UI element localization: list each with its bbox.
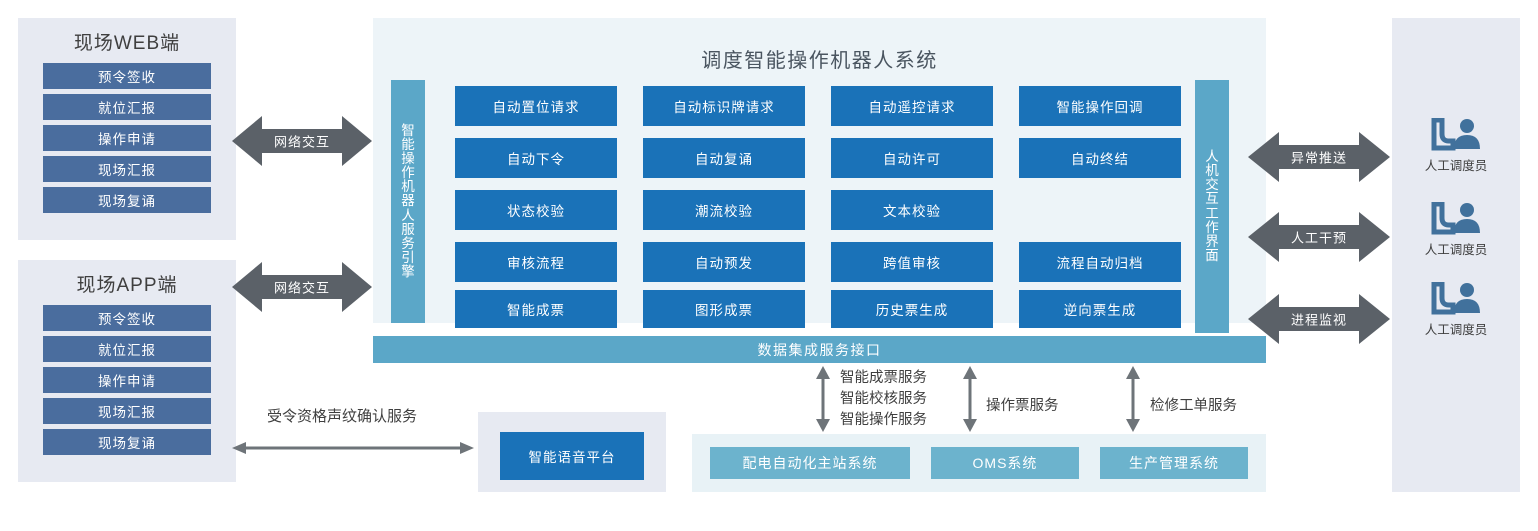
web-client-title: 现场WEB端 (73, 33, 181, 54)
operator-workstation-icon (1428, 282, 1484, 316)
operator-arrow-1: 人工干预 (1248, 208, 1390, 266)
interface-char-6: 界 (1205, 233, 1219, 249)
app-client-title: 现场APP端 (76, 275, 178, 296)
interface-char-0: 人 (1205, 149, 1219, 165)
service-arrow-middle (961, 366, 979, 432)
service-label-left-line-0: 智能成票服务 (840, 370, 927, 386)
system-box-0[interactable]: 配电自动化主站系统 (710, 447, 910, 479)
app-client-item-4[interactable]: 现场复诵 (43, 429, 211, 455)
network-arrow-web: 网络交互 (232, 112, 372, 170)
voice-platform-panel: 智能语音平台 (478, 412, 666, 492)
operator-item-0: 人工调度员 (1401, 118, 1511, 174)
double-arrow-icon (232, 116, 372, 166)
engine-char-0: 智 (401, 123, 415, 139)
human-machine-interface-bar: 人 机 交 互 工 作 界 面 (1195, 80, 1229, 333)
web-client-item-3[interactable]: 现场汇报 (43, 156, 211, 182)
app-client-item-3[interactable]: 现场汇报 (43, 398, 211, 424)
system-box-2[interactable]: 生产管理系统 (1100, 447, 1248, 479)
function-box-1-3[interactable]: 自动终结 (1019, 138, 1181, 178)
vertical-double-arrow-icon (816, 366, 830, 432)
function-box-4-3[interactable]: 逆向票生成 (1019, 290, 1181, 328)
function-box-4-0[interactable]: 智能成票 (455, 290, 617, 328)
double-arrow-icon (1248, 212, 1390, 262)
app-client-item-2[interactable]: 操作申请 (43, 367, 211, 393)
interface-char-7: 面 (1205, 247, 1219, 263)
function-box-2-2[interactable]: 文本校验 (831, 190, 993, 230)
function-box-3-3[interactable]: 流程自动归档 (1019, 242, 1181, 282)
function-box-0-0[interactable]: 自动置位请求 (455, 86, 617, 126)
app-client-panel: 现场APP端 预令签收 就位汇报 操作申请 现场汇报 现场复诵 (18, 260, 236, 482)
service-label-left-line-1: 智能校核服务 (840, 391, 927, 408)
engine-char-9: 引 (401, 249, 415, 265)
function-box-2-3 (1019, 190, 1181, 230)
function-box-0-2[interactable]: 自动遥控请求 (831, 86, 993, 126)
function-box-1-0[interactable]: 自动下令 (455, 138, 617, 178)
function-box-2-0[interactable]: 状态校验 (455, 190, 617, 230)
system-title: 调度智能操作机器人系统 (701, 49, 938, 72)
double-arrow-icon (1248, 294, 1390, 344)
function-box-0-1[interactable]: 自动标识牌请求 (643, 86, 805, 126)
operator-item-1: 人工调度员 (1401, 202, 1511, 258)
function-box-2-1[interactable]: 潮流校验 (643, 190, 805, 230)
function-box-4-1[interactable]: 图形成票 (643, 290, 805, 328)
function-box-3-2[interactable]: 跨值审核 (831, 242, 993, 282)
function-box-1-1[interactable]: 自动复诵 (643, 138, 805, 178)
vertical-double-arrow-icon (963, 366, 977, 432)
function-box-3-1[interactable]: 自动预发 (643, 242, 805, 282)
robot-system-panel: 调度智能操作机器人系统 智 能 操 作 机 器 人 服 务 引 擎 人 机 交 … (373, 18, 1266, 333)
operators-panel: 人工调度员 人工调度员 人工调度员 (1392, 18, 1520, 492)
interface-char-5: 作 (1205, 219, 1219, 235)
double-arrow-icon (1248, 132, 1390, 182)
function-box-4-2[interactable]: 历史票生成 (831, 290, 993, 328)
function-box-3-0[interactable]: 审核流程 (455, 242, 617, 282)
engine-char-8: 务 (401, 235, 415, 251)
voice-service-arrow (232, 440, 474, 456)
network-arrow-app: 网络交互 (232, 258, 372, 316)
service-label-left: 智能成票服务 智能校核服务 智能操作服务 (840, 368, 927, 431)
interface-char-1: 机 (1205, 163, 1219, 179)
function-box-0-3[interactable]: 智能操作回调 (1019, 86, 1181, 126)
voice-platform-box[interactable]: 智能语音平台 (500, 432, 644, 480)
engine-char-4: 机 (401, 179, 415, 195)
engine-char-2: 操 (401, 151, 415, 167)
web-client-item-2[interactable]: 操作申请 (43, 125, 211, 151)
app-client-item-0[interactable]: 预令签收 (43, 305, 211, 331)
voice-service-label: 受令资格声纹确认服务 (267, 408, 418, 425)
engine-char-3: 作 (401, 165, 415, 181)
double-arrow-icon (232, 262, 372, 312)
operator-workstation-icon (1428, 202, 1484, 236)
operator-item-2: 人工调度员 (1401, 282, 1511, 338)
operator-label-1: 人工调度员 (1424, 243, 1488, 257)
web-client-panel: 现场WEB端 预令签收 就位汇报 操作申请 现场汇报 现场复诵 (18, 18, 236, 240)
web-client-item-1[interactable]: 就位汇报 (43, 94, 211, 120)
service-arrow-left (814, 366, 832, 432)
operator-label-0: 人工调度员 (1424, 159, 1488, 173)
web-client-item-4[interactable]: 现场复诵 (43, 187, 211, 213)
interface-char-2: 交 (1205, 177, 1219, 193)
engine-char-10: 擎 (401, 263, 415, 279)
operator-arrow-0: 异常推送 (1248, 128, 1390, 186)
app-client-item-1[interactable]: 就位汇报 (43, 336, 211, 362)
data-integration-bar: 数据集成服务接口 (373, 336, 1266, 363)
operator-label-2: 人工调度员 (1424, 323, 1488, 337)
engine-char-5: 器 (401, 193, 415, 209)
vertical-double-arrow-icon (1126, 366, 1140, 432)
engine-char-6: 人 (401, 207, 415, 223)
web-client-item-0[interactable]: 预令签收 (43, 63, 211, 89)
interface-char-4: 工 (1205, 205, 1219, 221)
service-engine-bar: 智 能 操 作 机 器 人 服 务 引 擎 (391, 80, 425, 323)
system-box-1[interactable]: OMS系统 (931, 447, 1079, 479)
interface-char-3: 互 (1205, 191, 1219, 207)
service-label-left-line-2: 智能操作服务 (840, 412, 927, 429)
bidirectional-line-arrow-icon (232, 442, 474, 454)
external-systems-panel: 配电自动化主站系统 OMS系统 生产管理系统 (692, 434, 1266, 492)
service-arrow-right (1124, 366, 1142, 432)
function-box-1-2[interactable]: 自动许可 (831, 138, 993, 178)
operator-arrow-2: 进程监视 (1248, 290, 1390, 348)
service-label-middle: 操作票服务 (986, 398, 1059, 414)
engine-char-7: 服 (401, 221, 415, 237)
service-label-right: 检修工单服务 (1150, 398, 1237, 414)
operator-workstation-icon (1428, 118, 1484, 152)
engine-char-1: 能 (401, 137, 415, 153)
